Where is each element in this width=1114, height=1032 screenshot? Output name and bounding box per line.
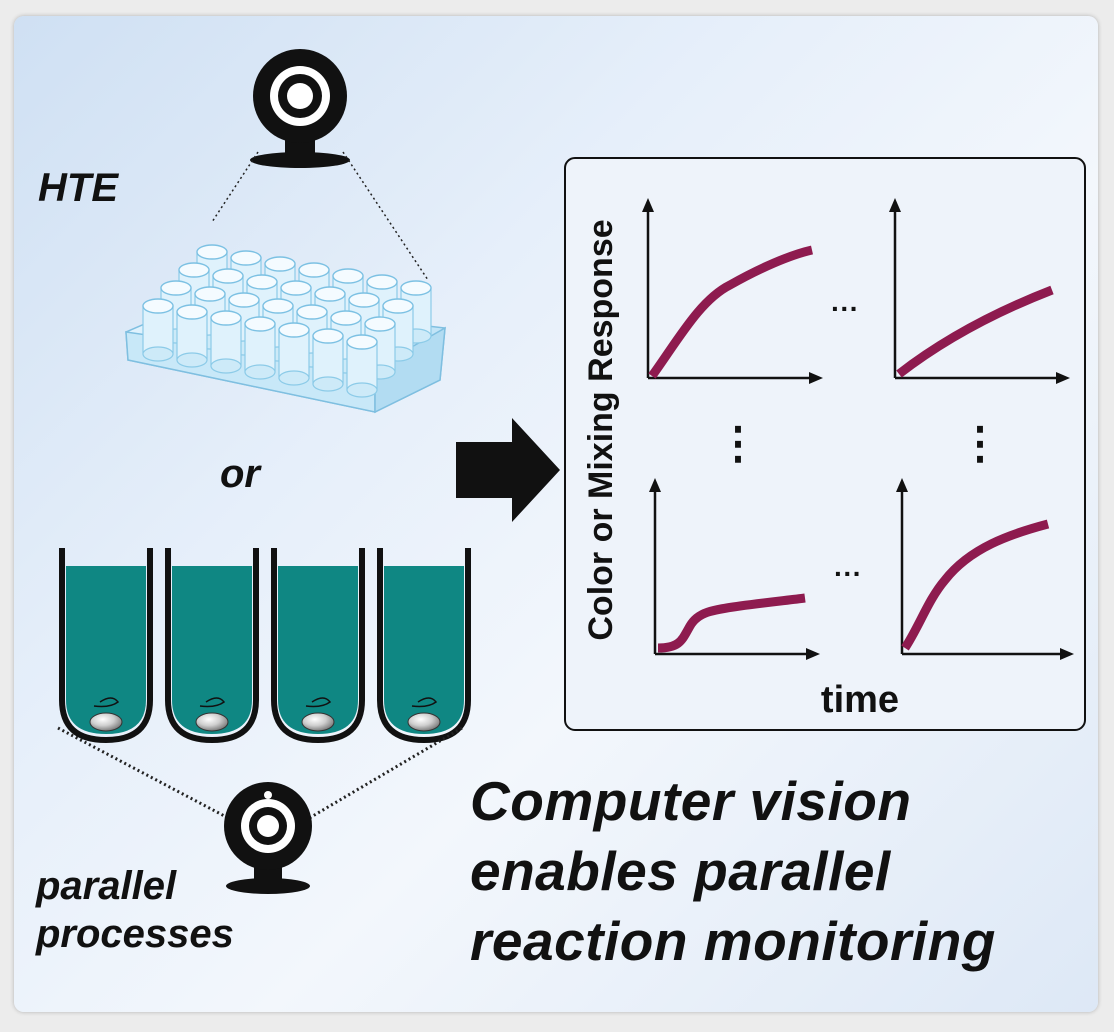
- webcam-icon: [224, 782, 312, 894]
- ellipsis-horizontal: ···: [834, 558, 862, 589]
- reaction-vials: [59, 548, 471, 744]
- right-arrow-icon: [456, 418, 560, 522]
- response-plot: [896, 478, 1074, 660]
- response-plot: [649, 478, 820, 660]
- tagline-line1: Computer vision: [470, 770, 912, 832]
- tagline: Computer vision enables parallel reactio…: [470, 766, 996, 976]
- stir-bar: [195, 712, 229, 732]
- plate-well: [346, 334, 378, 398]
- reaction-vial: [165, 548, 259, 744]
- plate-well: [176, 304, 208, 368]
- reaction-vial: [377, 548, 471, 744]
- stir-bar: [89, 712, 123, 732]
- camera-view-lines-top: [211, 151, 429, 281]
- plate-well: [244, 316, 276, 380]
- plate-well: [278, 322, 310, 386]
- parallel-label-line1: parallel: [36, 864, 177, 908]
- tagline-line2: enables parallel: [470, 840, 891, 902]
- tagline-line3: reaction monitoring: [470, 910, 996, 972]
- ellipsis-vertical: ⋮: [716, 419, 760, 468]
- parallel-processes-label: parallel processes: [36, 862, 234, 958]
- response-plot: [642, 198, 823, 384]
- plate-well: [312, 328, 344, 392]
- or-label: or: [220, 452, 260, 496]
- y-axis-label: Color or Mixing Response: [582, 219, 620, 640]
- hte-label: HTE: [38, 166, 118, 210]
- plate-well: [210, 310, 242, 374]
- x-axis-label: time: [821, 679, 899, 721]
- ellipsis-vertical: ⋮: [958, 419, 1002, 468]
- webcam-icon: [250, 49, 350, 168]
- stir-bar: [407, 712, 441, 732]
- stir-bar: [301, 712, 335, 732]
- reaction-vial: [271, 548, 365, 744]
- ellipsis-horizontal: ···: [831, 293, 859, 324]
- response-plot: [889, 198, 1070, 384]
- plate-well: [142, 298, 174, 362]
- reaction-vial: [59, 548, 153, 744]
- parallel-label-line2: processes: [36, 912, 234, 956]
- response-graph-panel: Color or Mixing Response time ··· ··· ⋮ …: [564, 157, 1086, 731]
- well-plate: [125, 244, 446, 414]
- camera-view-lines-bottom: [57, 726, 463, 822]
